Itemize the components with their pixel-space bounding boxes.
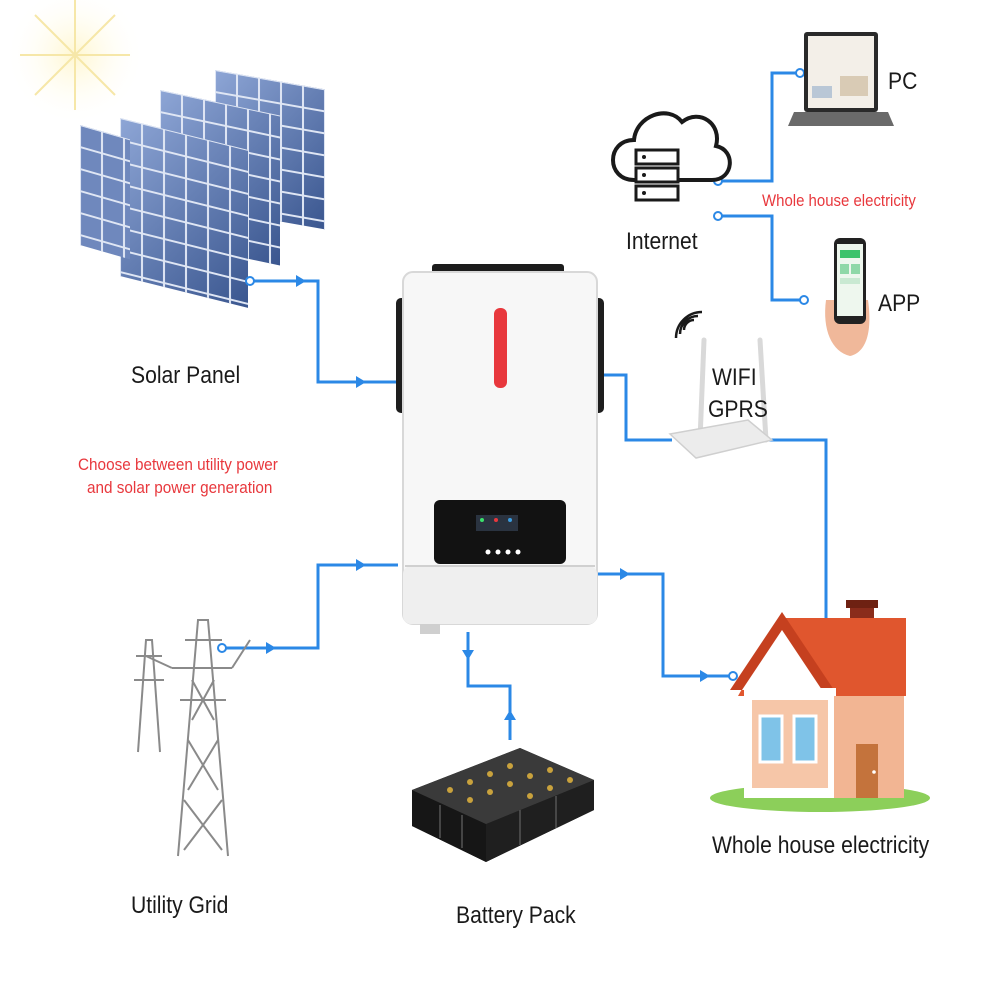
wifi-router-icon <box>668 310 774 459</box>
solar-panel-label: Solar Panel <box>131 362 241 389</box>
whole-house-note: Whole house electricity <box>762 191 916 210</box>
wifi-house-connector <box>768 438 828 628</box>
utility-tower-icon <box>134 619 251 857</box>
gprs-label: GPRS <box>708 396 768 423</box>
pc-label: PC <box>888 68 918 95</box>
app-label: APP <box>878 290 921 317</box>
grid-connector <box>222 563 398 650</box>
utility-grid-label: Utility Grid <box>131 892 229 919</box>
battery-pack-label: Battery Pack <box>456 902 576 929</box>
connector-arrows <box>266 275 710 720</box>
choose-power-line-2: and solar power generation <box>87 477 273 497</box>
wifi-label: WIFI <box>712 364 757 391</box>
app-connector <box>718 214 804 302</box>
solar-connector <box>250 279 398 384</box>
laptop-icon <box>788 32 894 126</box>
inverter-icon <box>396 264 604 634</box>
pc-connector <box>718 71 800 183</box>
battery-pack-icon <box>412 748 594 862</box>
choose-power-note: Choose between utility power and solar p… <box>78 454 278 500</box>
battery-connector <box>466 632 512 740</box>
solar-panel-icon <box>80 70 325 308</box>
wifi-connector <box>598 373 672 442</box>
internet-label: Internet <box>626 228 698 255</box>
choose-power-line-1: Choose between utility power <box>78 455 278 474</box>
sun-icon <box>5 0 145 125</box>
cloud-server-icon <box>611 111 732 202</box>
phone-app-icon <box>825 238 870 356</box>
house-label: Whole house electricity <box>712 832 930 859</box>
house-icon <box>710 600 930 812</box>
house-connector <box>598 572 730 678</box>
